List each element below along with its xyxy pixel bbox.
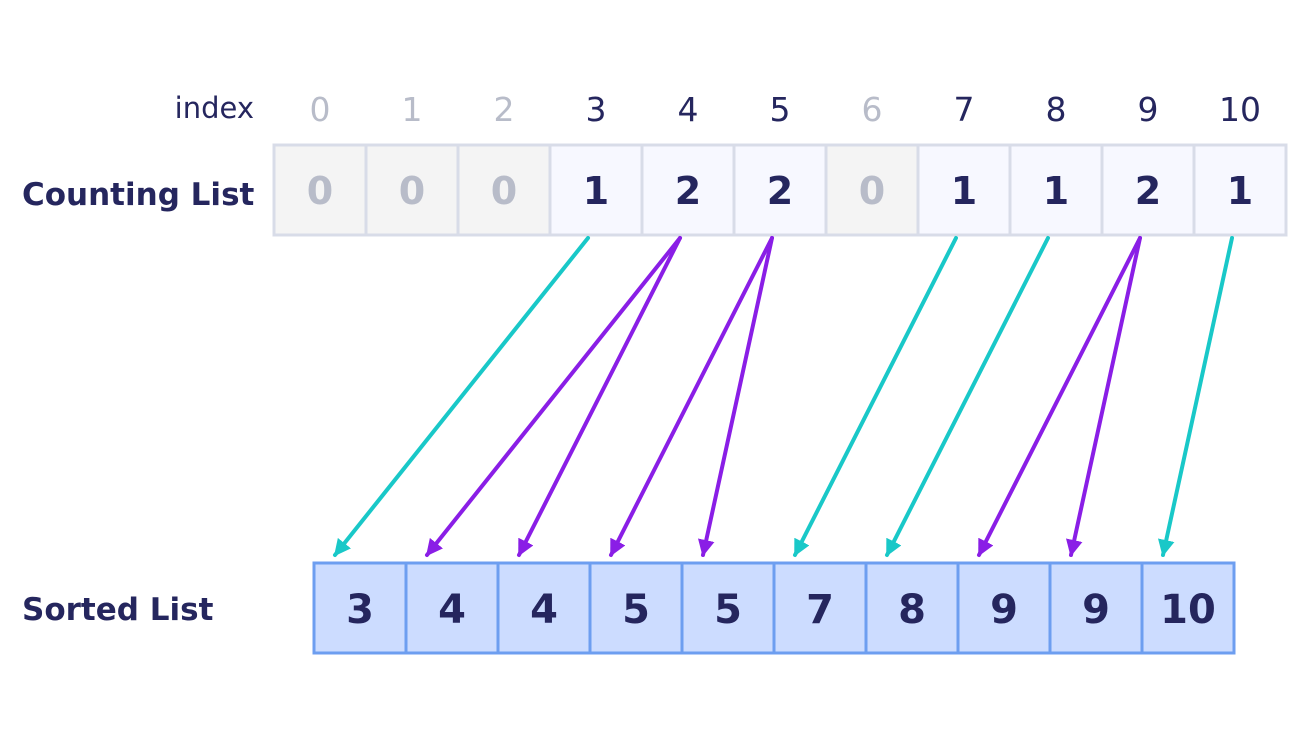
index-number: 0 [310,90,331,129]
sorted-cell [772,561,868,655]
arrow-purple [609,236,774,557]
counting-cell [1008,143,1104,237]
counting-cell [1192,143,1288,237]
counting-cell [916,143,1012,237]
sorted-cell [956,561,1052,655]
sorted-value: 5 [714,587,742,633]
count-value: 0 [859,169,885,213]
sorted-value: 5 [622,587,650,633]
sorted-value: 10 [1160,587,1216,633]
index-number: 3 [586,90,607,129]
counting-cell [364,143,460,237]
index-row-label: index [175,91,254,125]
sorted-list-label: Sorted List [22,592,214,628]
count-value: 0 [399,169,425,213]
sorted-value: 3 [346,587,374,633]
index-number: 6 [862,90,883,129]
count-value: 1 [1043,169,1069,213]
index-number: 5 [770,90,791,129]
arrow-teal [1158,236,1234,557]
sorted-value: 4 [530,587,558,633]
count-value: 1 [583,169,609,213]
counting-cell [640,143,736,237]
counting-cell [456,143,552,237]
count-value: 2 [1135,169,1161,213]
sorted-cell [1048,561,1144,655]
counting-cell [824,143,920,237]
count-value: 1 [1227,169,1253,213]
counting-cell [1100,143,1196,237]
sorted-value: 9 [1082,587,1110,633]
index-number: 1 [402,90,423,129]
sorted-value: 7 [806,587,834,633]
index-number: 2 [494,90,515,129]
index-number: 8 [1046,90,1067,129]
arrow-purple [977,236,1142,557]
sorted-cell [496,561,592,655]
index-number: 7 [954,90,975,129]
sorted-cell [680,561,776,655]
count-value: 2 [767,169,793,213]
sorted-cell [1140,561,1236,655]
counting-cell [732,143,828,237]
counting-list-label: Counting List [22,177,255,213]
sorted-value: 4 [438,587,466,633]
sorted-value: 8 [898,587,926,633]
index-number: 4 [678,90,699,129]
index-number: 10 [1219,90,1261,129]
arrow-teal [885,236,1050,557]
arrow-teal [333,236,590,557]
index-number: 9 [1138,90,1159,129]
mapping-arrows [333,236,1234,557]
counting-cell [272,143,368,237]
arrow-purple [698,236,774,557]
sorted-value: 9 [990,587,1018,633]
arrow-purple [517,236,682,557]
sorted-list: 3 4 4 5 5 7 8 9 9 10 [312,561,1236,655]
counting-list: 0 0 0 1 2 2 0 1 1 2 1 [272,143,1288,237]
count-value: 0 [307,169,333,213]
arrow-purple [425,236,682,557]
count-value: 0 [491,169,517,213]
sorted-cell [312,561,408,655]
count-value: 1 [951,169,977,213]
index-row: 0 1 2 3 4 5 6 7 8 9 10 [310,90,1262,129]
arrow-purple [1066,236,1142,557]
sorted-cell [404,561,500,655]
count-value: 2 [675,169,701,213]
arrow-teal [793,236,958,557]
